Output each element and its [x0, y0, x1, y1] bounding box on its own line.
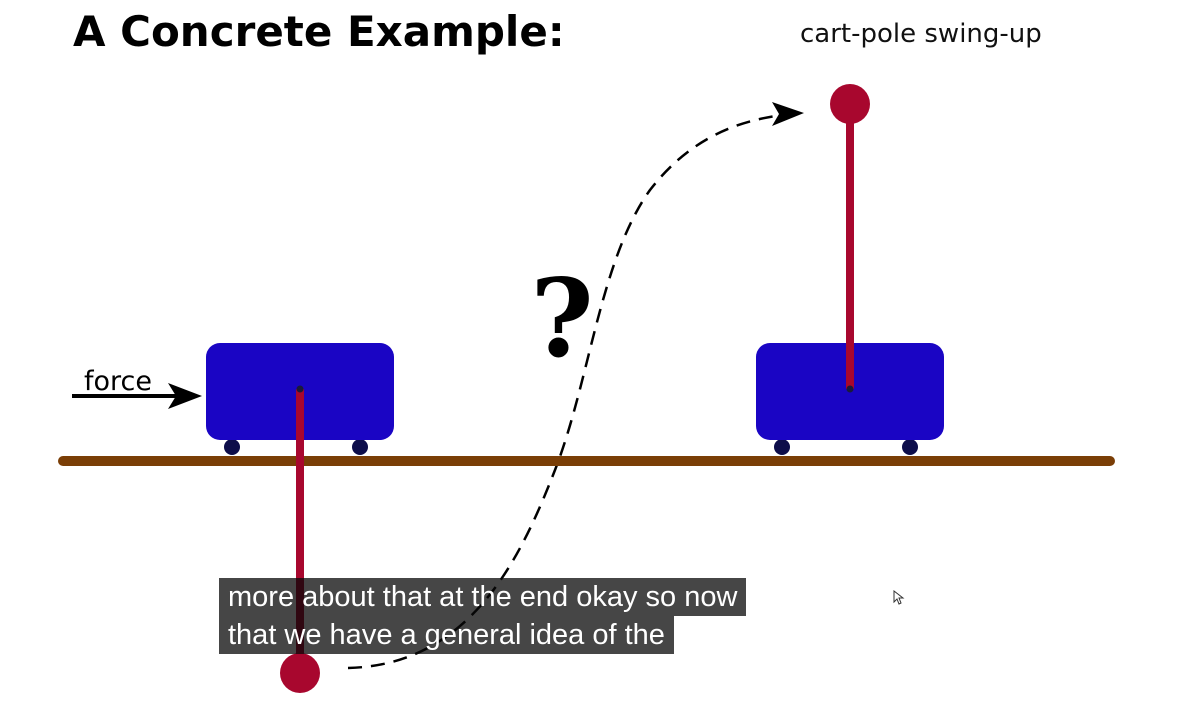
force-label: force	[84, 366, 152, 397]
pivot-left	[296, 385, 304, 393]
pole-mass-left	[280, 653, 320, 693]
wheel-left-2	[352, 439, 368, 455]
pivot-right	[846, 385, 854, 393]
wheel-right-1	[774, 439, 790, 455]
slide-subtitle: cart-pole swing-up	[800, 19, 1042, 49]
mouse-cursor-icon	[893, 590, 905, 605]
slide-title: A Concrete Example:	[73, 7, 565, 56]
wheel-left-1	[224, 439, 240, 455]
caption-line-2: that we have a general idea of the	[219, 616, 674, 654]
trajectory-arrowhead-icon	[772, 102, 804, 126]
closed-captions: more about that at the end okay so now t…	[219, 578, 747, 654]
wheel-right-2	[902, 439, 918, 455]
pole-mass-right	[830, 84, 870, 124]
cart-left	[206, 343, 394, 693]
cart-right	[756, 84, 944, 455]
force-arrowhead-icon	[168, 383, 202, 409]
caption-line-1: more about that at the end okay so now	[219, 578, 747, 616]
question-mark: ?	[530, 256, 593, 382]
